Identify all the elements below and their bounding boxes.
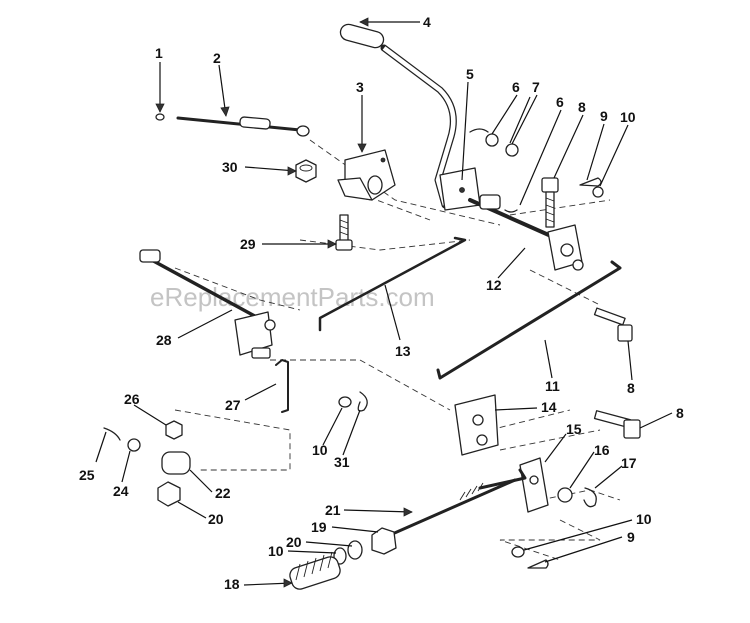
callout-label: 18 (224, 576, 240, 592)
part-30-nut (295, 159, 317, 183)
callout-label: 4 (423, 14, 431, 30)
arrowheads (155, 17, 413, 588)
part-lower-10-9 (511, 546, 549, 569)
callout-label: 10 (268, 543, 284, 559)
callout-label: 25 (79, 467, 95, 483)
callout-label: 19 (311, 519, 327, 535)
part-3-bracket (337, 149, 396, 201)
callout-label: 12 (486, 277, 502, 293)
callout-label: 2 (213, 50, 221, 66)
callout-label: 5 (466, 66, 474, 82)
callout-label: 8 (627, 380, 635, 396)
part-15-plate (519, 457, 549, 513)
leader-lines (95, 21, 673, 586)
callout-label: 8 (676, 405, 684, 421)
part-left-cluster (103, 420, 191, 507)
callout-label: 17 (621, 455, 637, 471)
callout-label: 29 (240, 236, 256, 252)
callout-label: 20 (286, 534, 302, 550)
part-8-bolt-lower (593, 410, 641, 439)
callout-labels: 1 2 3 4 5 6 7 6 8 9 10 30 29 12 28 13 11… (79, 14, 684, 592)
callout-label: 1 (155, 45, 163, 61)
callout-label: 11 (545, 378, 560, 394)
part-21-threaded-rod (388, 468, 527, 537)
callout-label: 10 (620, 109, 636, 125)
callout-label: 9 (600, 108, 608, 124)
callout-label: 6 (512, 79, 520, 95)
callout-label: 14 (541, 399, 557, 415)
part-14-bracket (454, 394, 499, 456)
callout-label: 10 (636, 511, 652, 527)
callout-label: 8 (578, 99, 586, 115)
callout-label: 3 (356, 79, 364, 95)
part-6-7-washers (469, 128, 519, 213)
callout-label: 10 (312, 442, 328, 458)
part-28-cross-shaft (139, 249, 276, 356)
part-29-bolt (335, 214, 353, 251)
part-8-bolt-upper (541, 177, 559, 228)
part-12-pivot (547, 224, 584, 271)
callout-label: 31 (334, 454, 350, 470)
part-1-clip (155, 113, 165, 121)
watermark: eReplacementParts.com (150, 282, 435, 312)
part-shaft (468, 194, 562, 242)
part-11-long-rod (436, 260, 622, 380)
part-13-link-rod (318, 236, 467, 332)
part-19-20-10-nut-washers (333, 527, 397, 565)
callout-label: 16 (594, 442, 610, 458)
callout-label: 22 (215, 485, 231, 501)
callout-label: 30 (222, 159, 238, 175)
part-10-31-washer-pin (338, 391, 368, 412)
part-8-bolt-right (593, 307, 633, 342)
callout-label: 7 (532, 79, 540, 95)
callout-label: 15 (566, 421, 582, 437)
callout-label: 20 (208, 511, 224, 527)
part-27-pin (251, 347, 289, 413)
callout-label: 21 (325, 502, 341, 518)
callout-label: 27 (225, 397, 241, 413)
part-9-10-pin (579, 177, 604, 198)
callout-label: 6 (556, 94, 564, 110)
callout-label: 24 (113, 483, 129, 499)
part-4-lever (339, 23, 457, 209)
part-18-spring (289, 551, 341, 590)
callout-label: 9 (627, 529, 635, 545)
callout-label: 13 (395, 343, 411, 359)
part-16-17-washer-clip (557, 487, 597, 508)
assembly-lines (174, 139, 621, 561)
callout-label: 28 (156, 332, 172, 348)
callout-label: 26 (124, 391, 140, 407)
part-2-rod (176, 116, 310, 137)
